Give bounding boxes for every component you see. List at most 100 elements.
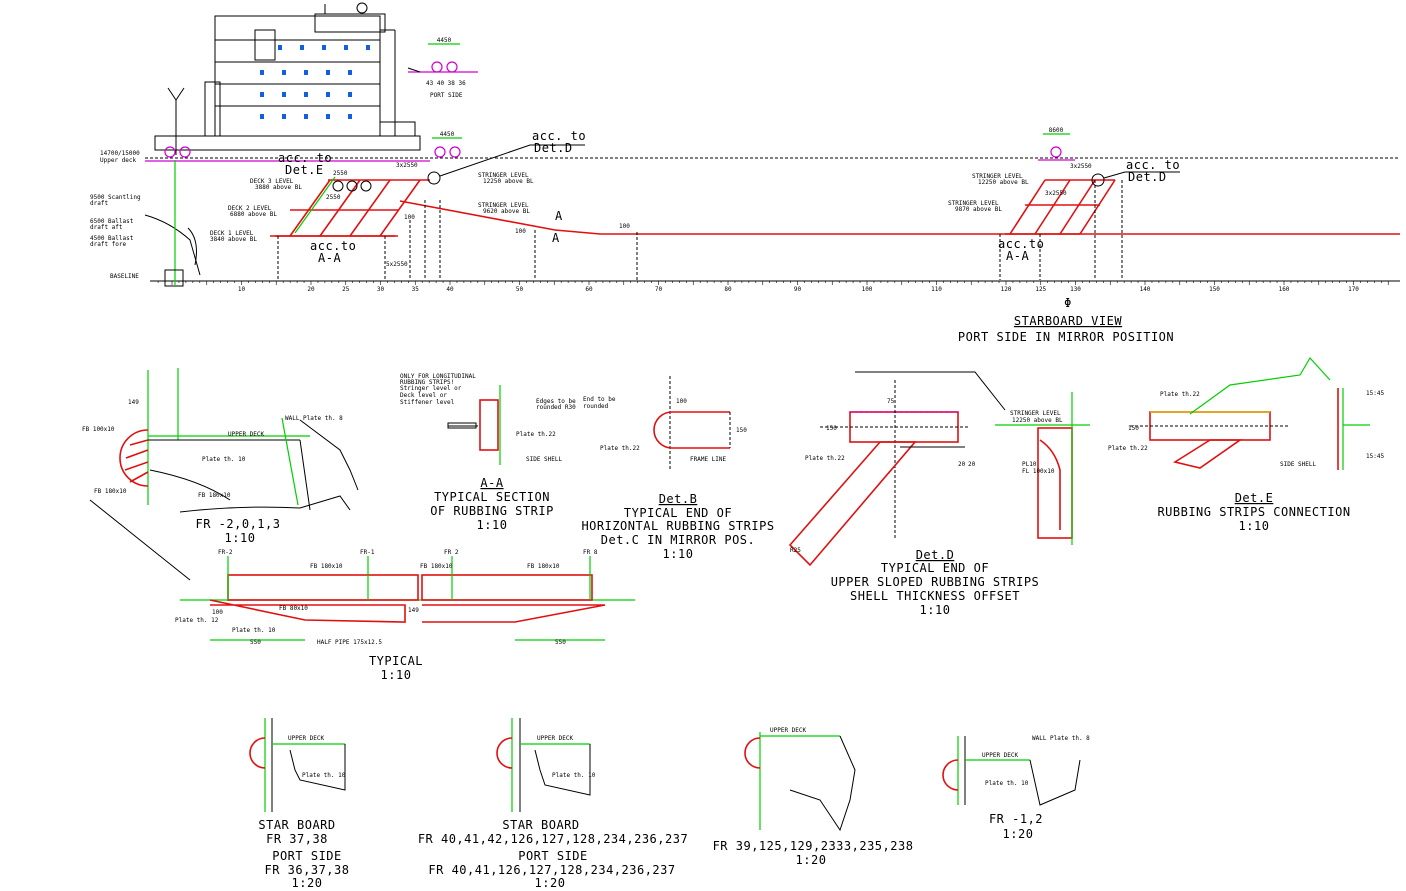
typ-plate10: Plate th. 10 (232, 627, 276, 634)
sb-stringer-sub: 12250 above BL (978, 179, 1029, 186)
typ-fr-m2: FR-2 (218, 549, 233, 556)
detd-20b: 20 (968, 461, 976, 468)
detd-stringer: STRINGER LEVEL (1010, 410, 1061, 417)
dim-4450-top: 4450 (437, 37, 452, 44)
s1-l4: FR 36,37,38 (265, 863, 350, 877)
mid-inset: 4450 (164, 131, 462, 158)
detb-frame-line: FRAME LINE (690, 456, 727, 463)
s1-l3: PORT SIDE (272, 849, 342, 863)
typ-plate12: Plate th. 12 (175, 617, 219, 624)
frame-number-label: 35 (412, 286, 420, 293)
profile-texts: 14700/15000 Upper deck 9500 Scantling dr… (90, 129, 630, 280)
s1-l2: FR 37,38 (266, 832, 328, 846)
detd-title2: UPPER SLOPED RUBBING STRIPS (831, 575, 1040, 589)
sb-title: STARBOARD VIEW (1014, 314, 1122, 328)
s1-plate: Plate th. 10 (302, 772, 346, 779)
acc-det-d2: Det.D (534, 141, 573, 155)
upper-deck-left: 14700/15000 (100, 150, 140, 157)
dete-v2: 15:45 (1366, 453, 1384, 460)
frame-number-label: 20 (307, 286, 315, 293)
detd-scale: 1:10 (920, 603, 951, 617)
typ-title: TYPICAL (369, 654, 423, 668)
aa-scale: 1:10 (477, 518, 508, 532)
port-side-inset: 4450 43 40 38 36 PORT SIDE (407, 37, 478, 99)
section-a2: A (552, 231, 560, 245)
dim-5x2550: 5x2550 (386, 261, 408, 268)
small-section-1: UPPER DECK Plate th. 10 STAR BOARD FR 37… (249, 718, 350, 890)
hull-lines (144, 157, 1400, 287)
typ-scale: 1:10 (381, 668, 412, 682)
frame-number-label: 10 (238, 286, 246, 293)
det-e: Plate th.22 Plate th.22 150 SIDE SHELL 1… (1108, 356, 1384, 533)
fr-wall: WALL Plate th. 8 (285, 415, 343, 422)
sb-dim-verticals (999, 180, 1123, 280)
aa-title: TYPICAL SECTION (434, 490, 550, 504)
dete-150: 150 (1128, 425, 1139, 432)
starboard-view: 8600 STRINGER LEVEL 12250 above BL STRIN… (948, 127, 1180, 344)
detd-r: R25 (790, 547, 801, 554)
acc-aa: acc.to (310, 239, 356, 253)
detd-150: 150 (826, 425, 837, 432)
dim-100a: 100 (404, 214, 415, 221)
frame-number-label: 80 (724, 286, 732, 293)
section-a1: A (555, 209, 563, 223)
port-side-dims: 43 40 38 36 (426, 80, 466, 87)
typ-149: 149 (408, 607, 419, 614)
dim-2550b: 2550 (326, 194, 341, 201)
sb-symbol: Φ (1064, 296, 1072, 310)
aa-title2: OF RUBBING STRIP (430, 504, 554, 518)
detd-title: TYPICAL END OF (881, 561, 989, 575)
aa-note4: Deck level or (400, 392, 447, 399)
frame-number-label: 40 (446, 286, 454, 293)
small-section-3: UPPER DECK FR 39,125,129,2333,235,238 1:… (713, 727, 913, 867)
sb-dim-top: 8600 (1049, 127, 1064, 134)
det-d: 75 150 Plate th.22 STRINGER LEVEL 12250 … (788, 371, 1090, 617)
fr-plate: Plate th. 10 (202, 456, 246, 463)
detd-title3: SHELL THICKNESS OFFSET (850, 589, 1020, 603)
frame-number-label: 170 (1348, 286, 1359, 293)
dete-plate2: Plate th.22 (1108, 445, 1148, 452)
baseline-label: BASELINE (110, 273, 139, 280)
sb-acc-det-d2: Det.D (1128, 170, 1167, 184)
dete-ref: Det.E (1235, 491, 1274, 505)
aa-note1: ONLY FOR LONGITUDINAL (400, 373, 476, 380)
acc-det-e: acc. to (278, 151, 332, 165)
typ-fb1: FB 180x10 (310, 563, 343, 570)
upper-deck-label: Upper deck (100, 157, 137, 164)
dete-v1: 15:45 (1366, 390, 1384, 397)
s3-upper: UPPER DECK (770, 727, 807, 734)
detb-title: TYPICAL END OF (624, 506, 732, 520)
s1-upper: UPPER DECK (288, 735, 325, 742)
typ-550b: 550 (555, 639, 566, 646)
sb-dim-3x2550b: 3x2550 (1045, 190, 1067, 197)
port-side-label: PORT SIDE (430, 92, 463, 99)
s1-l5: 1:20 (292, 876, 323, 890)
frame-number-label: 30 (377, 286, 385, 293)
deck2-label: DECK 2 LEVEL (228, 205, 272, 212)
superstructure (154, 2, 421, 151)
frame-number-label: 110 (931, 286, 942, 293)
s2-l1: STAR BOARD (502, 818, 579, 832)
small-section-4: WALL Plate th. 8 UPPER DECK Plate th. 10… (942, 735, 1090, 841)
detb-scale: 1:10 (663, 547, 694, 561)
s2-l4: FR 40,41,126,127,128,234,236,237 (428, 863, 675, 877)
acc-det-e2: Det.E (285, 163, 324, 177)
detd-fl: FL 100x10 (1022, 468, 1055, 475)
s3-l2: 1:20 (796, 853, 827, 867)
detb-plate: Plate th.22 (600, 445, 640, 452)
fr-dim-149: 149 (128, 399, 139, 406)
detd-plate: Plate th.22 (805, 455, 845, 462)
section-aa: ONLY FOR LONGITUDINAL RUBBING STRIPS! St… (400, 373, 576, 532)
frame-number-label: 60 (585, 286, 593, 293)
typ-fb2: FB 180x10 (420, 563, 453, 570)
fr-scale: 1:10 (225, 531, 256, 545)
detb-title2: HORIZONTAL RUBBING STRIPS (581, 519, 774, 533)
detb-end2: rounded (583, 403, 609, 410)
sounding: 9500 Scantling (90, 194, 141, 201)
aa-note2: RUBBING STRIPS! (400, 379, 454, 386)
aa-edges: Edges to be (536, 398, 576, 405)
s4-upper: UPPER DECK (982, 752, 1019, 759)
s4-l1: FR -1,2 (989, 812, 1043, 826)
ballast-fore2: draft fore (90, 241, 127, 248)
